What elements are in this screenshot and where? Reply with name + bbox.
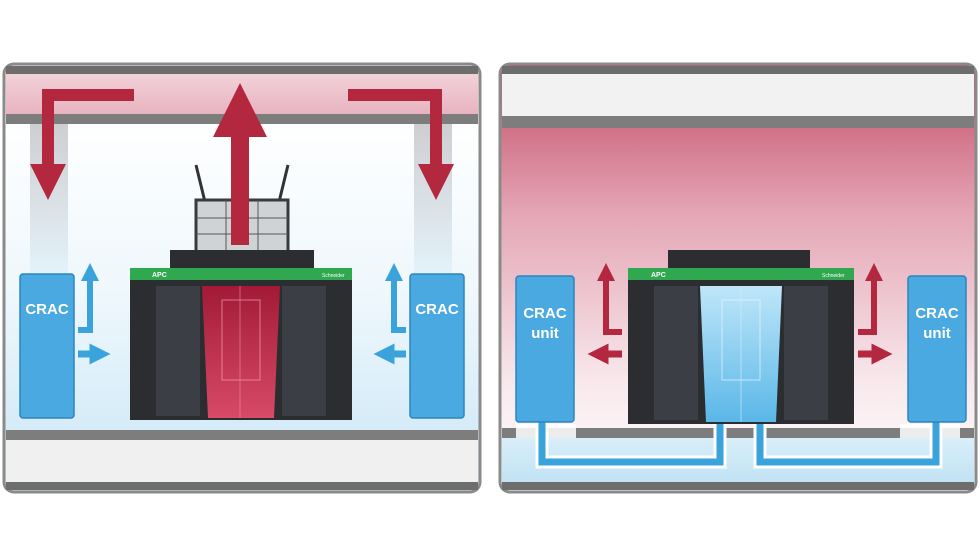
left-panel: APC Schneider CRAC CRAC bbox=[2, 62, 482, 494]
left-raised-floor bbox=[6, 440, 478, 484]
rack-brand-right-label-right: Schneider bbox=[822, 273, 845, 279]
right-top-beam bbox=[502, 66, 974, 74]
crac-unit-left: CRAC bbox=[19, 273, 75, 419]
rack-brand-label-right: APC bbox=[651, 272, 666, 279]
hot-aisle-containment bbox=[202, 286, 280, 418]
left-top-beam bbox=[6, 66, 478, 74]
rack-door-left-right bbox=[654, 286, 698, 420]
crac-unit-right-label-line2: unit bbox=[923, 325, 951, 342]
underfloor-cold-arrow-left bbox=[538, 399, 731, 466]
rack-green-stripe-right bbox=[628, 268, 854, 280]
hot-exhaust-arrow-up-left bbox=[597, 263, 622, 335]
rack-brand-label: APC bbox=[152, 272, 167, 279]
crac-right-label: CRAC bbox=[415, 301, 458, 318]
right-panel: APC Schneider CRAC unit CRAC unit bbox=[498, 62, 978, 494]
crac-unit-right: CRAC bbox=[409, 273, 465, 419]
left-bottom-beam bbox=[6, 482, 478, 490]
hot-exhaust-arrow-up-right bbox=[858, 263, 883, 335]
crac-unit-right-right-panel: CRAC unit bbox=[907, 275, 967, 423]
hot-air-return-arrow-left bbox=[30, 89, 134, 200]
rack-door-right bbox=[282, 286, 326, 416]
right-ceiling-beam bbox=[502, 116, 974, 128]
crac-unit-right-label-line1: CRAC bbox=[915, 305, 958, 322]
right-ceiling-void bbox=[502, 74, 974, 118]
rack-door-right-right bbox=[784, 286, 828, 420]
cool-air-arrow-up-left bbox=[78, 263, 99, 333]
cool-air-arrow-up-right bbox=[385, 263, 406, 333]
crac-unit-left-label-line2: unit bbox=[531, 325, 559, 342]
crac-unit-left-label-line1: CRAC bbox=[523, 305, 566, 322]
hot-air-return-arrow-right bbox=[348, 89, 454, 200]
rack-pod-left: APC Schneider bbox=[130, 250, 352, 420]
rack-pod-right: APC Schneider bbox=[628, 250, 854, 424]
crac-unit-left-right-panel: CRAC unit bbox=[515, 275, 575, 423]
underfloor-cold-arrow-right bbox=[749, 399, 940, 466]
right-bottom-beam bbox=[502, 482, 974, 490]
rack-brand-right-label: Schneider bbox=[322, 273, 345, 279]
rack-door-left bbox=[156, 286, 200, 416]
right-floor-beam bbox=[502, 428, 974, 438]
crac-left-label: CRAC bbox=[25, 301, 68, 318]
rack-green-stripe bbox=[130, 268, 352, 280]
left-floor-beam bbox=[6, 430, 478, 440]
